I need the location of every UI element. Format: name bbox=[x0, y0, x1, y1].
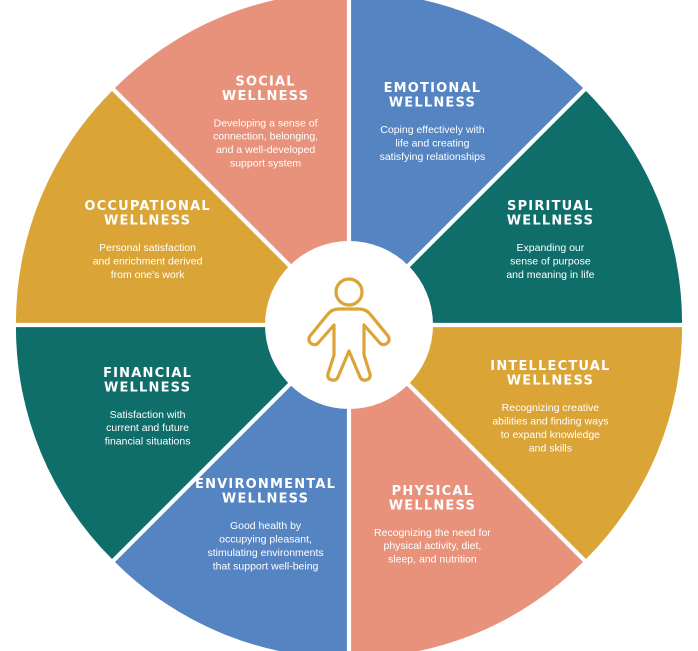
segment-description: connection, belonging, bbox=[213, 131, 318, 143]
segment-title: FINANCIAL bbox=[103, 366, 192, 381]
segment-description: Recognizing the need for bbox=[374, 527, 491, 539]
segment-description: and meaning in life bbox=[506, 269, 594, 281]
segment-title: WELLNESS bbox=[104, 380, 191, 395]
segment-title: PHYSICAL bbox=[392, 484, 474, 499]
segment-title: WELLNESS bbox=[389, 95, 476, 110]
segment-description: Recognizing creative bbox=[502, 402, 600, 414]
segment-description: Personal satisfaction bbox=[99, 242, 196, 254]
segment-title: WELLNESS bbox=[507, 374, 594, 389]
segment-description: satisfying relationships bbox=[380, 151, 486, 163]
segment-description: Good health by bbox=[230, 520, 302, 532]
segment-title: WELLNESS bbox=[222, 89, 309, 104]
segment-description: Satisfaction with bbox=[110, 409, 186, 421]
person-icon bbox=[307, 277, 391, 382]
segment-social bbox=[114, 0, 347, 278]
segment-description: financial situations bbox=[105, 436, 191, 448]
segment-description: current and future bbox=[106, 422, 189, 434]
segment-description: Developing a sense of bbox=[214, 117, 318, 129]
segment-title: ENVIRONMENTAL bbox=[195, 477, 336, 492]
segment-title: INTELLECTUAL bbox=[490, 359, 610, 374]
segment-description: to expand knowledge bbox=[501, 429, 600, 441]
segment-description: Coping effectively with bbox=[380, 124, 484, 136]
segment-title: WELLNESS bbox=[507, 213, 594, 228]
segment-emotional bbox=[351, 0, 584, 278]
segment-description: and a well-developed bbox=[216, 144, 315, 156]
segment-description: physical activity, diet, bbox=[384, 540, 482, 552]
segment-description: support system bbox=[230, 157, 301, 169]
segment-intellectual bbox=[396, 327, 683, 560]
segment-description: life and creating bbox=[395, 137, 469, 149]
segment-spiritual bbox=[396, 90, 683, 323]
segment-description: from one's work bbox=[111, 269, 186, 281]
segment-description: that support well-being bbox=[213, 560, 319, 572]
segment-title: OCCUPATIONAL bbox=[84, 199, 210, 214]
segment-physical bbox=[351, 372, 584, 651]
segment-description: sleep, and nutrition bbox=[388, 554, 477, 566]
segment-title: WELLNESS bbox=[389, 498, 476, 513]
wheel-center bbox=[265, 241, 433, 409]
segment-description: sense of purpose bbox=[510, 255, 591, 267]
segment-description: Expanding our bbox=[517, 242, 585, 254]
segment-title: WELLNESS bbox=[222, 492, 309, 507]
segment-title: SPIRITUAL bbox=[507, 199, 594, 214]
segment-title: SOCIAL bbox=[235, 74, 295, 89]
segment-description: stimulating environments bbox=[208, 547, 324, 559]
segment-environmental bbox=[114, 372, 347, 651]
segment-financial bbox=[15, 327, 302, 560]
center-circle bbox=[265, 241, 433, 409]
segment-occupational bbox=[15, 90, 302, 323]
segment-description: and skills bbox=[529, 442, 572, 454]
segment-description: abilities and finding ways bbox=[492, 416, 608, 428]
segment-title: WELLNESS bbox=[104, 213, 191, 228]
segment-title: EMOTIONAL bbox=[384, 81, 482, 96]
segment-description: and enrichment derived bbox=[93, 255, 203, 267]
segment-description: occupying pleasant, bbox=[219, 534, 312, 546]
